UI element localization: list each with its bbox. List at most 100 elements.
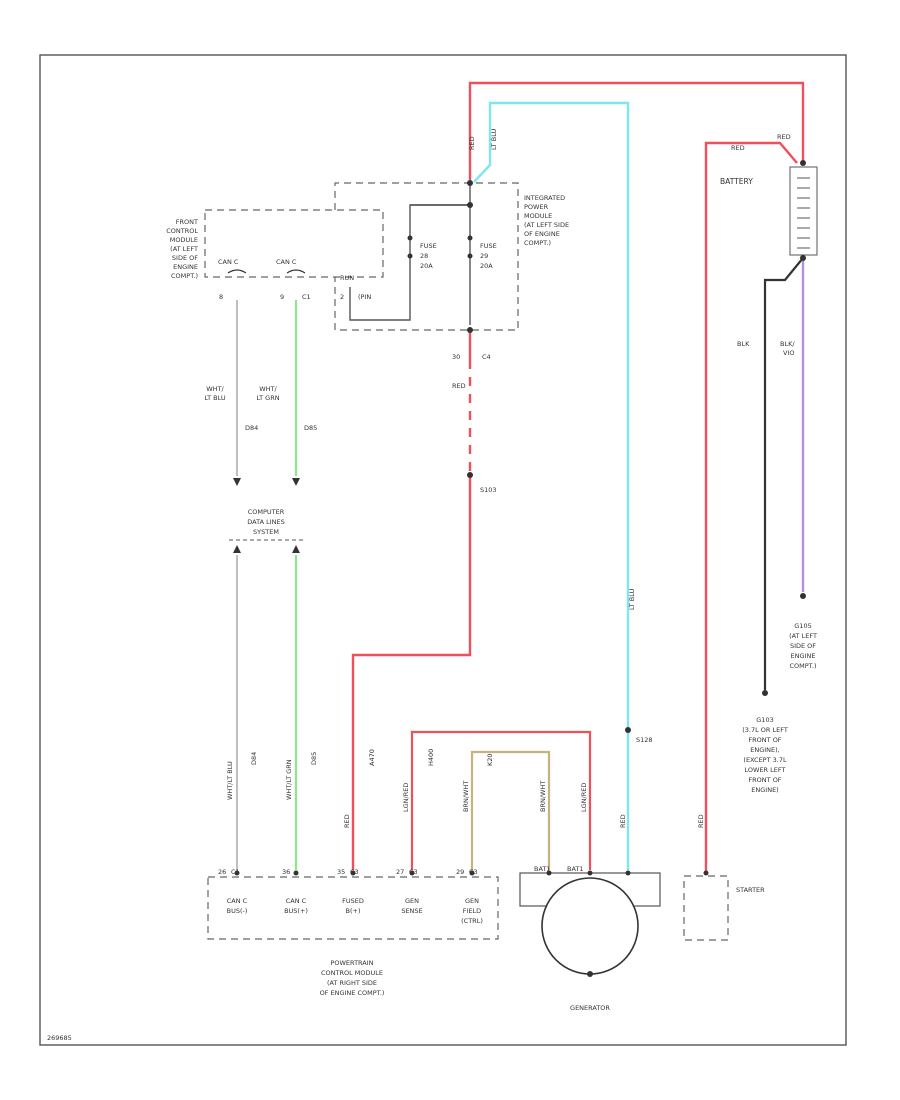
wire-fcm-run — [349, 204, 470, 321]
pcm-w4-circ: H400 — [427, 749, 435, 766]
pcm-pin4-label-1: FIELD — [463, 907, 481, 915]
starter-label: STARTER — [736, 886, 765, 894]
wire-ltblu-ipm-generator — [473, 101, 630, 870]
ipm-label-4: OF ENGINE — [524, 230, 560, 238]
g2-3: ENGINE), — [750, 746, 780, 754]
battery-body — [789, 166, 818, 256]
arrow-down-2 — [292, 478, 300, 486]
splice-s103 — [467, 472, 473, 478]
fcm-label-6: COMPT.) — [171, 272, 198, 280]
pcm-pin4-label-0: GEN — [465, 897, 479, 905]
pcm-w3: RED — [343, 814, 351, 828]
ipm-out-pin: 30 — [452, 353, 460, 361]
pcm-label-1: CONTROL MODULE — [321, 969, 383, 977]
pcm-label-0: POWERTRAIN — [330, 959, 373, 967]
pcm-pin3-label-1: SENSE — [401, 907, 422, 915]
pcm-w4: LGN/RED — [402, 783, 410, 812]
battery-label: BATTERY — [720, 177, 753, 186]
pcm-pin1-label-1: BUS(+) — [284, 907, 308, 915]
ground-g103: G103 (3.7L OR LEFT FRONT OF ENGINE), (EX… — [742, 690, 788, 794]
ipm-label-0: INTEGRATED — [524, 194, 565, 202]
fcm-pin1-num: 8 — [219, 293, 223, 301]
fcm-w1-color: WHT/ — [206, 385, 224, 393]
fcm-pin2-label: CAN C — [276, 258, 297, 266]
g2-4: (EXCEPT 3.7L — [743, 756, 787, 764]
g2-5: LOWER LEFT — [745, 766, 786, 774]
ipm-fuse2-1: 29 — [480, 252, 488, 260]
fcm-label-2: MODULE — [170, 236, 198, 244]
wire-label-ipm-out: RED — [452, 382, 466, 390]
generator-body — [541, 877, 639, 975]
fcm-pin3-num: 2 — [340, 293, 344, 301]
computer-data-0: COMPUTER — [248, 508, 285, 516]
ipm-label-2: MODULE — [524, 212, 552, 220]
ipm-fuse1-0: FUSE — [420, 242, 437, 250]
fcm-pin2-conn: C1 — [302, 293, 311, 301]
wire-label-red-batt: RED — [777, 133, 791, 141]
g1-1: (AT LEFT — [789, 632, 817, 640]
fcm-w2-circuit: D85 — [304, 424, 317, 432]
pcm-pin2-num: 35 — [337, 868, 345, 876]
pcm-w3-circ: A470 — [368, 749, 376, 766]
fcm-box — [204, 209, 384, 278]
pcm-w2: WHT/LT GRN — [285, 759, 293, 800]
computer-data-2: SYSTEM — [253, 528, 279, 536]
fcm-pin3-conn: (PIN — [358, 293, 371, 301]
g2-2: FRONT OF — [748, 736, 781, 744]
g1-4: COMPT.) — [790, 662, 817, 670]
fcm-w1-circuit: D84 — [245, 424, 258, 432]
pcm-pin0-conn: C1 — [231, 868, 240, 876]
g1-3: ENGINE — [791, 652, 816, 660]
pcm-pin4-label-2: (CTRL) — [461, 917, 483, 925]
fcm-w2-color: WHT/ — [259, 385, 277, 393]
pcm-pin1-label-0: CAN C — [286, 897, 307, 905]
generator: BAT1 BAT1 GENERATOR — [519, 865, 661, 1012]
ipm-label-3: (AT LEFT SIDE — [524, 221, 569, 229]
pcm-box — [207, 876, 499, 940]
wire-label-ltblu-top: LT BLU — [490, 128, 498, 150]
ipm-fuse2-2: 20A — [480, 262, 493, 270]
generator-pin-right: BAT1 — [567, 865, 584, 873]
ipm-out-conn: C4 — [482, 353, 491, 361]
fcm-label-5: ENGINE — [173, 263, 198, 271]
wire-label-s128: S128 — [636, 736, 653, 744]
wire-label-blk2: BLK/ — [780, 340, 795, 348]
wire-blk-ground — [763, 257, 804, 690]
wire-red-battery-ipm — [468, 81, 805, 180]
integrated-power-module: FUSE 28 20A FUSE 29 20A INTEGRATED POWER… — [334, 180, 569, 361]
pcm-w1-circ: D84 — [250, 752, 258, 765]
starter-box — [683, 875, 729, 941]
g2-6: FRONT OF — [748, 776, 781, 784]
fcm-w2-color2: LT GRN — [256, 394, 279, 402]
wire-label-blk1: BLK — [737, 340, 750, 348]
computer-data-1: DATA LINES — [247, 518, 284, 526]
wire-label-blk3: VIO — [783, 349, 794, 357]
wire-label-ltblu-mid: LT BLU — [628, 588, 636, 610]
pcm-pin0-label-1: BUS(-) — [227, 907, 248, 915]
fcm-label-3: (AT LEFT — [170, 245, 198, 253]
fcm-pin1-label: CAN C — [218, 258, 239, 266]
pcm-label-3: OF ENGINE COMPT.) — [320, 989, 385, 997]
wire-label-s103: S103 — [480, 486, 497, 494]
g1-0: G105 — [794, 622, 811, 630]
pcm-pin0-label-0: CAN C — [227, 897, 248, 905]
pcm-pin0-num: 26 — [218, 868, 226, 876]
ipm-fuse1-2: 20A — [420, 262, 433, 270]
gen-w1: BRN/WHT — [539, 781, 547, 812]
ipm-fuse1-1: 28 — [420, 252, 428, 260]
fcm-label-4: SIDE OF — [172, 254, 198, 262]
arrow-up-2 — [292, 545, 300, 553]
g1-2: SIDE OF — [790, 642, 816, 650]
g2-0: G103 — [756, 716, 773, 724]
pcm-pin4-num: 29 — [456, 868, 464, 876]
pcm-pin1-num: 36 — [282, 868, 290, 876]
wire-red-gen-sense — [410, 730, 592, 870]
generator-label: GENERATOR — [570, 1004, 610, 1012]
ground-g105: G105 (AT LEFT SIDE OF ENGINE COMPT.) — [789, 593, 817, 670]
wire-red-s103-pcm — [351, 475, 472, 870]
wire-label-red-top: RED — [468, 136, 476, 150]
pcm-label-2: (AT RIGHT SIDE — [327, 979, 377, 987]
gen-w3: RED — [619, 814, 627, 828]
